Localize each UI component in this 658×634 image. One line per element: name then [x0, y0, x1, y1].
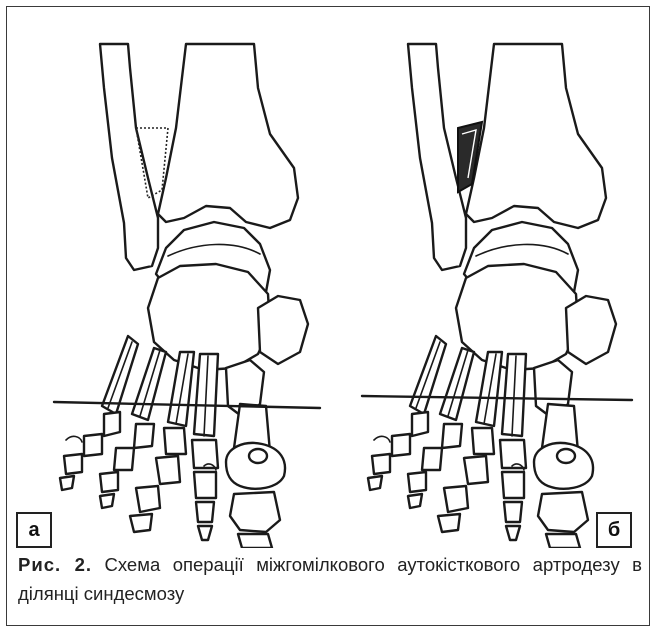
- figure-caption: Рис. 2. Схема операції міжгомілкового ау…: [18, 550, 642, 608]
- foot-skeleton-a: [60, 44, 308, 548]
- foot-skeleton-b: [368, 44, 616, 548]
- panel-b-drawing: [362, 44, 632, 548]
- figure-caption-text: Схема операції міжгомілкового аутокістко…: [18, 554, 642, 604]
- foot-ankle-diagrams: [8, 8, 648, 548]
- panel-a-drawing: [54, 44, 320, 548]
- panel-label-a: а: [16, 512, 52, 548]
- panel-label-b: б: [596, 512, 632, 548]
- figure-number: Рис. 2.: [18, 554, 92, 575]
